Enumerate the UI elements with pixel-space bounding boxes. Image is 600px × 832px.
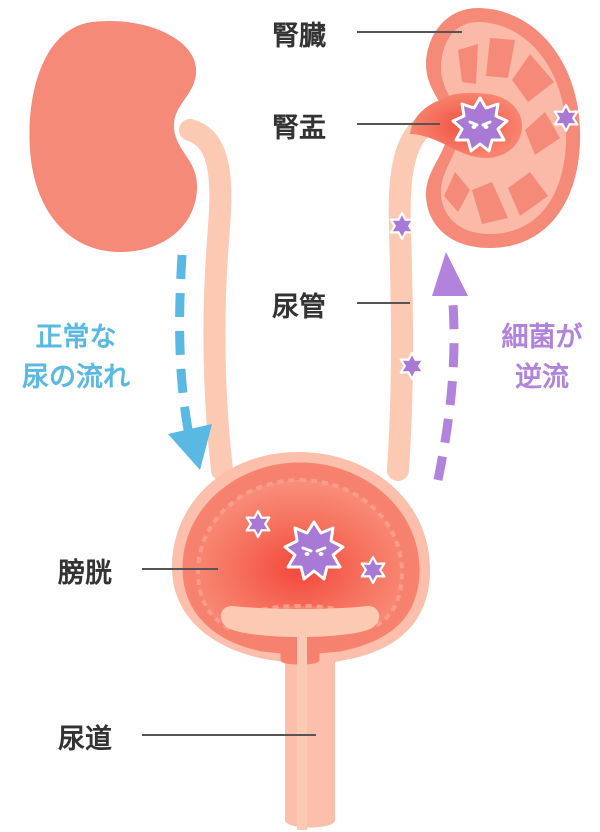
urethra xyxy=(297,636,307,830)
reverse-flow-line2: 逆流 xyxy=(515,362,569,393)
normal-flow-line1: 正常な xyxy=(35,322,117,353)
renal-pelvis-label: 腎盂 xyxy=(272,113,326,144)
reverse-flow-label: 細菌が 逆流 xyxy=(484,318,600,398)
left-kidney xyxy=(29,20,198,252)
reverse-flow-line1: 細菌が xyxy=(501,322,583,353)
ureter-label: 尿管 xyxy=(272,292,326,323)
kidney-label: 腎臓 xyxy=(272,21,326,52)
arrow-up-icon xyxy=(432,252,468,481)
left-ureter xyxy=(179,119,233,481)
bacteria-face-icon xyxy=(283,520,345,581)
urethra-label: 尿道 xyxy=(58,724,112,755)
bladder-label: 膀胱 xyxy=(58,558,112,589)
bacteria-face-icon xyxy=(451,96,509,153)
normal-flow-line2: 尿の流れ xyxy=(22,362,130,393)
bladder-neck xyxy=(220,606,380,637)
normal-flow-label: 正常な 尿の流れ xyxy=(0,318,152,398)
leader-lines xyxy=(142,31,462,736)
arrow-down-icon xyxy=(168,254,212,470)
right-ureter xyxy=(387,109,451,481)
